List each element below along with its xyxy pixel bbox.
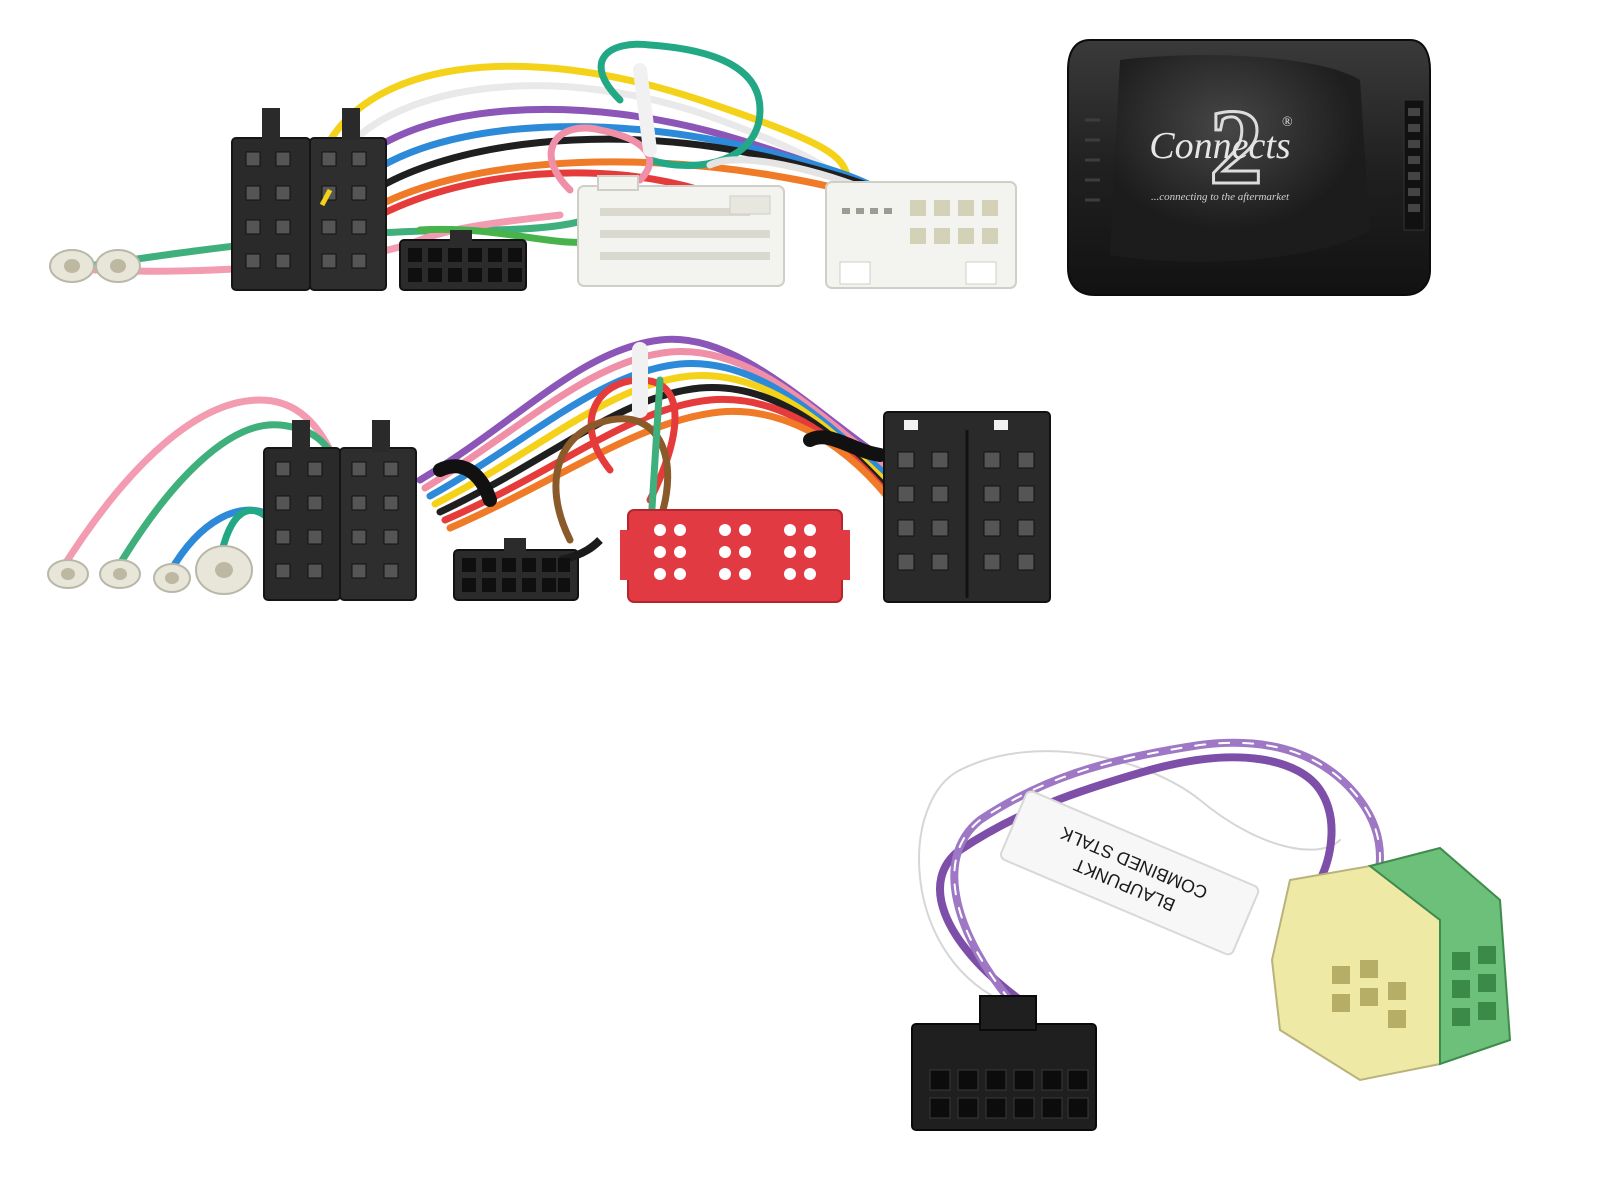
- middle-harness: [47, 335, 1051, 603]
- pin-header-connector-top: [399, 230, 527, 291]
- interface-box: 2 Connects ® ...connecting to the afterm…: [1067, 39, 1431, 296]
- pin-header-connector-middle: [453, 537, 603, 601]
- mini-iso-connector-green: [1367, 846, 1512, 1066]
- top-harness-wires: [91, 40, 924, 275]
- interface-box-ribs: [1085, 118, 1100, 202]
- logo-digit: 2: [1209, 88, 1263, 207]
- logo-registered-mark: ®: [1282, 115, 1293, 130]
- top-harness: [49, 40, 1017, 291]
- iso-connector-black-top: [231, 108, 387, 291]
- patch-lead: BLAUPUNKT COMBINED STALK: [911, 738, 1512, 1131]
- connects2-logo: 2 Connects ® ...connecting to the afterm…: [1149, 87, 1293, 209]
- middle-harness-wires: [56, 335, 909, 576]
- speaker-connector-red: [620, 509, 850, 603]
- ring-terminal: [153, 563, 191, 593]
- logo-tagline: ...connecting to the aftermarket: [1151, 191, 1290, 203]
- ring-terminal-group-top: [49, 249, 141, 283]
- iso-connector-black-right: [883, 411, 1051, 603]
- vehicle-connector-white-large: [577, 175, 785, 287]
- patch-lead-wires: [913, 738, 1384, 1006]
- ring-terminal: [95, 249, 141, 283]
- logo-wordmark: Connects: [1149, 125, 1290, 167]
- pin-header-connector-bottom: [911, 995, 1097, 1131]
- interface-box-socket: [1403, 99, 1425, 231]
- vehicle-connector-white-small: [825, 181, 1017, 289]
- ring-terminal: [195, 545, 253, 595]
- ring-terminal: [99, 559, 141, 589]
- iso-connector-black-middle: [263, 420, 417, 601]
- ring-terminal-group-middle: [47, 545, 253, 595]
- mini-iso-connector-yellow: [1270, 864, 1441, 1082]
- ring-terminal: [47, 559, 89, 589]
- ring-terminal: [49, 249, 95, 283]
